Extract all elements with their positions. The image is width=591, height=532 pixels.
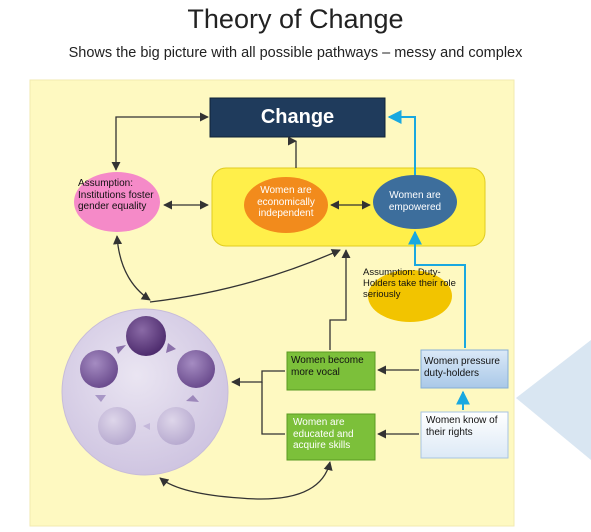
arrow-educated-to-cycle	[261, 382, 285, 435]
change-box	[209, 97, 386, 138]
assumption-duty-oval	[368, 270, 452, 322]
assumption-duty-label: Assumption: Duty-Holders take their role…	[363, 267, 456, 300]
assumption-institutions-oval	[74, 172, 160, 232]
cycle-node-left	[80, 350, 118, 388]
arrow-vocal-to-cycle	[231, 370, 285, 387]
cycle-node-bottom-right	[157, 407, 195, 445]
empowered-oval	[373, 175, 457, 229]
economically-independent-oval	[244, 177, 328, 233]
cycle-arrow-icon	[95, 395, 106, 402]
arrow-vocal-to-band	[329, 249, 351, 350]
arrow-change-assumption	[111, 112, 209, 171]
arrow-cycle-to-band	[149, 249, 341, 303]
cyan-arrow-to-change	[387, 110, 416, 175]
cycle-arrow-icon	[166, 343, 176, 353]
cycle-arrow-icon	[116, 345, 126, 354]
educated-box	[286, 413, 376, 461]
educated-label: Women are educated and acquire skills	[293, 417, 354, 451]
empowered-label: Women are empowered	[388, 190, 442, 213]
assumption-institutions-label: Assumption: Institutions foster gender e…	[78, 178, 154, 212]
pressure-box	[420, 349, 509, 389]
page-subtitle: Shows the big picture with all possible …	[68, 45, 523, 61]
cycle-node-top	[126, 316, 166, 356]
cycle-node-bottom-left	[98, 407, 136, 445]
pressure-label: Women pressure duty-holders	[424, 356, 500, 379]
know-rights-box	[420, 411, 509, 459]
more-vocal-box	[286, 351, 376, 391]
more-vocal-label: Women become more vocal	[291, 355, 364, 378]
chevron-shape	[516, 340, 591, 460]
cycle-arrow-icon	[186, 395, 199, 402]
page-title: Theory of Change	[187, 4, 404, 34]
arrow-assumption-cycle	[113, 235, 151, 301]
cyan-arrow-pressure-to-empowered	[408, 230, 466, 348]
change-label: Change	[260, 106, 335, 128]
arrow-educated-to-cycle-bottom	[159, 461, 333, 500]
know-rights-label: Women know of their rights	[426, 415, 498, 438]
cycle-arrow-icon	[143, 423, 150, 430]
cycle-node-right	[177, 350, 215, 388]
economically-independent-label: Women are economically independent	[257, 185, 315, 219]
